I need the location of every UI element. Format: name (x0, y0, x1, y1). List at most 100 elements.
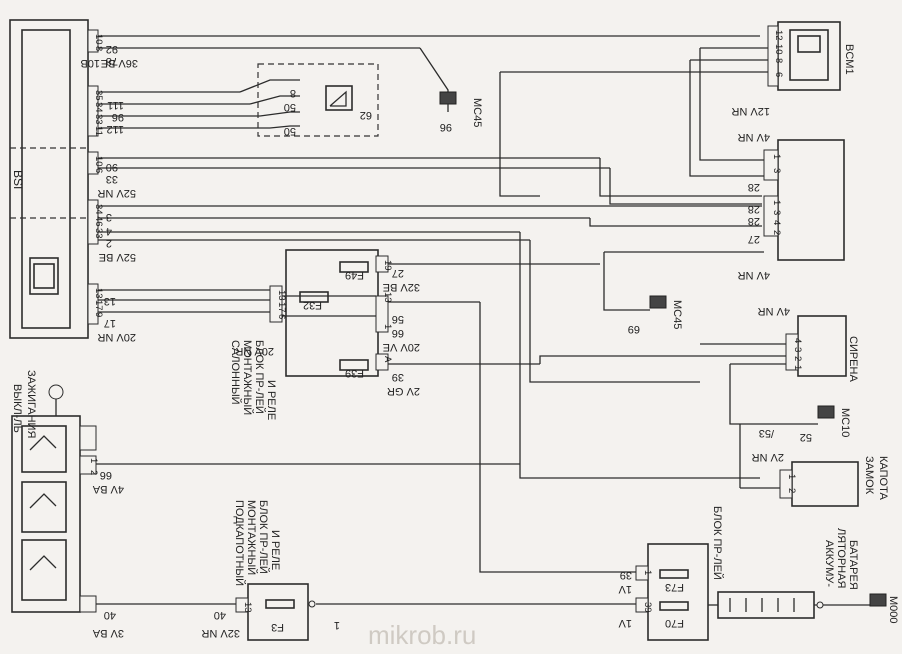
wire-label: 27 (392, 267, 404, 279)
pin-number: 9 (93, 312, 104, 317)
fuse-f3: F3 (271, 621, 284, 633)
ignition-switch: ВЫКЛ-ЛЬ ЗАЖИГАНИЯ 66 4V BA 40 3V BA (11, 370, 520, 639)
wire-label: 111 (107, 99, 124, 111)
conn-label-siren: 4V NR (758, 305, 790, 317)
wire-label: 66 (392, 327, 404, 339)
hood-lock-label-2: КАПОТА (877, 456, 889, 500)
cabin-relay-block: F49 F32 F39 27 32V BE 56 66 20V VE 39 2V… (229, 249, 786, 420)
bsi-wires (98, 35, 762, 479)
pin-number: 6 (276, 314, 287, 319)
ign-label-2: ЗАЖИГАНИЯ (25, 370, 37, 438)
pin-number: 13 (242, 602, 253, 613)
wire-label: 96 (440, 121, 452, 133)
conn-label-ign-a: 4V BA (92, 483, 124, 495)
fuse-f70: F70 (665, 617, 684, 629)
battery-label-1: АККУМУ- (823, 540, 835, 587)
fuse-f73: F73 (665, 581, 684, 593)
conn-label-ign-b: 3V BA (92, 627, 124, 639)
pin-number: 10 (773, 44, 784, 55)
pin-number: 17 (93, 300, 104, 311)
wire-label: 40 (104, 609, 116, 621)
hood-lock-label-1: ЗАМОК (863, 456, 875, 495)
wire-label: 1 (334, 619, 340, 631)
wire-label: 8 (290, 87, 296, 99)
wire-label: 40 (214, 609, 226, 621)
wire-label: 17 (104, 317, 116, 329)
conn-label-hood: 32V NR (201, 627, 240, 639)
conn-label-bsi-2: 36V BE (101, 57, 138, 69)
pin-number: 1 (771, 154, 782, 159)
wire-label: 39 (392, 371, 404, 383)
wire-label: 66 (100, 469, 112, 481)
bcm-label: BCM1 (843, 44, 855, 75)
hood-label-3: БЛОК ПР-ЛЕЙ (257, 500, 270, 574)
ground-mc45-top: 96 MC45 (439, 91, 483, 133)
wire-label: 96 (112, 111, 124, 123)
wire-label: 28 (748, 215, 760, 227)
wire-label: 52 (800, 431, 812, 443)
door-module: 62 8 50 50 (257, 63, 379, 137)
pin-number: 33 (93, 114, 104, 125)
pin-number: 35 (93, 90, 104, 101)
pin-number: 33 (93, 228, 104, 239)
relay-block-label: БЛОК ПР-ЛЕЙ (711, 506, 724, 580)
wire-label: 90 (106, 161, 118, 173)
fuse-f32: F32 (303, 299, 322, 311)
pin-number: 39 (642, 602, 653, 613)
wire-label: 50 (284, 101, 296, 113)
battery: АККУМУ- ЛЯТОРНАЯ БАТАРЕЯ (708, 528, 870, 619)
pin-number: 13 (382, 292, 393, 303)
wire-label: 112 (106, 123, 124, 135)
battery-label-2: ЛЯТОРНАЯ (835, 528, 847, 589)
pin-number: 34 (93, 102, 104, 113)
ground-m000: M000 (869, 593, 899, 624)
pin-number: 3 (771, 168, 782, 173)
pin-number: 2 (88, 470, 99, 475)
hood-label-2: МОНТАЖНЫЙ (245, 500, 258, 575)
pin-number: 1 (88, 458, 99, 463)
conn-label-bsi-1: 10B (80, 57, 100, 69)
siren: СИРЕНА 4V NR (700, 305, 859, 382)
hood-lock: ЗАМОК КАПОТА 2V NR (739, 424, 889, 507)
wire-label: 78 (106, 55, 118, 67)
pin-number: 19 (382, 260, 393, 271)
hood-label-4: И РЕЛЕ (269, 530, 281, 570)
ground-mc10: /53 52 MC10 (729, 364, 851, 443)
cabin-label-1: САЛОННЫЙ (229, 340, 242, 405)
siren-label: СИРЕНА (847, 336, 859, 382)
conn-label-bsi-5: 20V NR (97, 331, 136, 343)
cabin-label-3: БЛОК ПР-ЛЕЙ (253, 340, 266, 414)
hood-relay-block: F3 40 32V NR ПОДКАПОТНЫЙ МОНТАЖНЫЙ БЛОК … (201, 500, 636, 641)
pin-number: 46 (93, 216, 104, 227)
pin-number: A (382, 356, 393, 363)
bsi-label: BSI (11, 170, 25, 189)
pin-number: 6 (93, 168, 104, 173)
pin-number: 3 (771, 210, 782, 215)
pin-number: 6 (773, 72, 784, 77)
watermark: mikrob.ru (368, 620, 476, 650)
wire-label: 27 (748, 233, 760, 245)
pin-number: 1 (642, 570, 653, 575)
fuse-f49: F49 (345, 269, 364, 281)
pin-number: 1 (792, 365, 803, 370)
battery-label-3: БАТАРЕЯ (847, 540, 859, 590)
wire-label: 28 (748, 203, 760, 215)
conn-label-bsi-3: 52V NR (97, 187, 136, 199)
pin-number: 2 (786, 488, 797, 493)
pin-number: 10 (93, 34, 104, 45)
wire-label: 39 (620, 569, 632, 581)
pin-number: 2 (771, 230, 782, 235)
conn-label-cabin-a: 32V BE (383, 281, 420, 293)
pin-number: 13 (276, 290, 287, 301)
conn-label-relay-b: 1V (618, 617, 632, 629)
bcm-module: BCM1 12V NR (499, 21, 855, 197)
pin-number: 1 (382, 324, 393, 329)
pin-number: 2 (792, 356, 803, 361)
ign-label-1: ВЫКЛ-ЛЬ (11, 384, 23, 433)
pin-number: 8 (93, 46, 104, 51)
conn-label-relay-a: 1V (618, 583, 632, 595)
conn-label-cabin-c: 2V GR (387, 385, 420, 397)
conn-label-mod-a: 4V NR (738, 131, 770, 143)
cabin-label-4: И РЕЛЕ (265, 380, 277, 420)
